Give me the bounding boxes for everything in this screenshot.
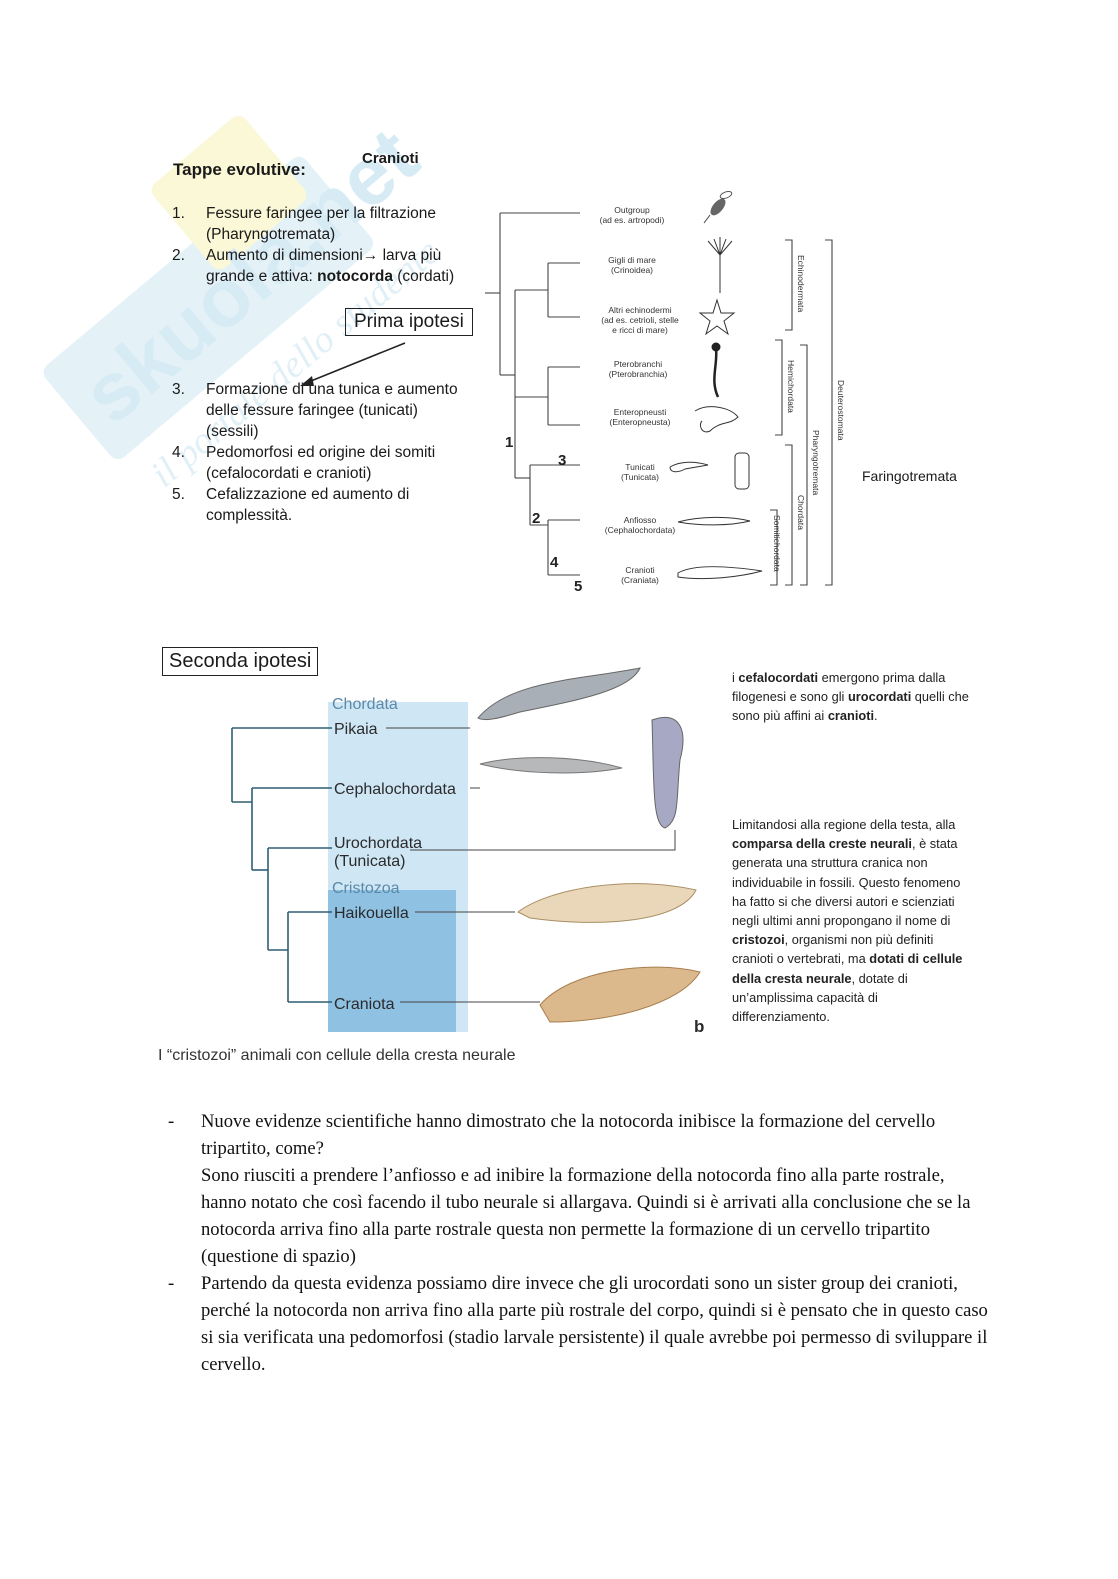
page-title: Tappe evolutive: [173,160,306,179]
enteropneust-icon [694,406,739,433]
note-cefalocordati: i cefalocordati emergono prima dalla fil… [732,670,969,724]
taxon-sub: (ad es. artropodi) [600,215,665,225]
clade-label: Cristozoa [332,880,400,897]
node-label: 3 [558,452,566,469]
tunicate-icon [669,452,750,490]
taxon-sub: (Craniata) [621,575,659,585]
clade-label: Chordata [332,696,398,713]
taxon-label: Pterobranchi [614,359,662,369]
prima-ipotesi-label: Prima ipotesi [345,308,473,336]
group-label: Echinodermata [796,255,806,312]
taxon-sub: e ricci di mare) [612,325,668,335]
group-label: Chordata [796,495,806,530]
taxon-sub: (ad es. cetrioli, stelle [601,315,679,325]
taxon-sub: (Tunicata) [621,472,659,482]
taxon-label: Anfiosso [624,515,657,525]
step-item: 1.Fessure faringee per la filtrazione (P… [172,205,437,243]
body-text: - Nuove evidenze scientifiche hanno dimo… [168,1108,988,1378]
seconda-ipotesi-label: Seconda ipotesi [162,647,319,676]
taxon-label: Cephalochordata [334,781,456,798]
step-item: 4.Pedomorfosi ed origine dei somiti (cef… [172,444,436,482]
step-item: 5.Cefalizzazione ed aumento di complessi… [172,486,410,524]
node-label: 1 [505,434,513,451]
group-label: Pharyngotremata [811,430,821,495]
taxon-label: Tunicati [625,462,655,472]
group-label: Somitichordata [772,515,782,572]
group-label: Hemichordata [786,360,796,413]
taxon-sub: (Crinoidea) [611,265,653,275]
phylogeny-tree-2: Chordata Pikaia Cephalochordata Urochord… [231,667,704,1036]
phylogeny-tree-1: Outgroup (ad es. artropodi) Gigli di mar… [485,191,846,595]
step-item: 3.Formazione di una tunica e aumento del… [172,381,458,440]
taxon-label: Gigli di mare [608,255,656,265]
faringotremata-label: Faringotremata [862,468,957,484]
starfish-icon [698,298,736,336]
step-item: 2.Aumento di dimensioni→ larva più grand… [172,247,455,285]
sea-lily-icon [707,237,733,293]
note-cristozoi: Limitandosi alla regione della testa, al… [732,817,963,1025]
node-label: 2 [532,510,540,527]
taxon-label: Urochordata [334,835,422,852]
section-title: Cranioti [362,150,419,167]
list-item: - Partendo da questa evidenza possiamo d… [168,1273,988,1375]
taxon-sub: (Cephalochordata) [605,525,676,535]
node-label: 4 [550,554,559,571]
group-label: Deuterostomata [836,380,846,441]
panel-label: b [694,1017,704,1036]
taxon-label: Craniota [334,996,395,1013]
craniata-icon [539,966,701,1023]
haikouella-icon [517,883,697,923]
taxon-label: Enteropneusti [614,407,667,417]
taxon-label: Outgroup [614,205,650,215]
taxon-sub: (Enteropneusta) [610,417,671,427]
taxon-label: (Tunicata) [334,853,405,870]
taxon-label: Altri echinodermi [608,305,671,315]
arrow-icon [300,342,406,386]
fly-icon [703,191,733,224]
list-item: - Nuove evidenze scientifiche hanno dimo… [168,1111,971,1267]
taxon-label: Haikouella [334,905,409,922]
pterobranch-icon [711,342,721,398]
taxon-label: Pikaia [334,721,378,738]
craniate-icon [677,566,763,580]
node-label: 5 [574,578,582,595]
taxon-label: Cranioti [625,565,654,575]
cephalochordate-icon [479,757,623,774]
pikaia-icon [477,667,641,721]
amphioxus-icon [677,516,751,526]
tunicate-icon [651,716,684,829]
steps-list: 1.Fessure faringee per la filtrazione (P… [170,203,470,526]
figure-caption: I “cristozoi” animali con cellule della … [158,1047,516,1064]
taxon-sub: (Pterobranchia) [609,369,668,379]
